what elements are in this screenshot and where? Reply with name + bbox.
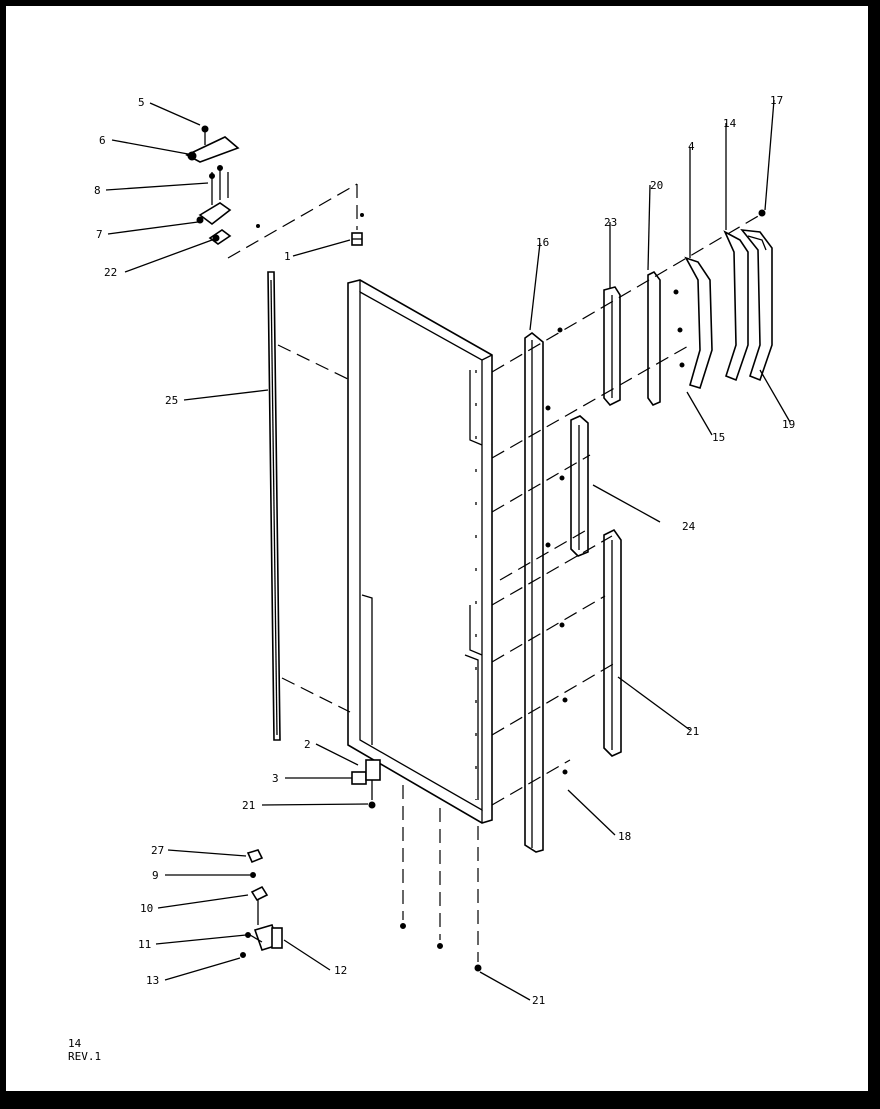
- mounting-dots: [256, 209, 766, 775]
- explode-lines: [227, 183, 761, 806]
- callout-15: 15: [712, 431, 725, 444]
- callout-16: 16: [536, 236, 549, 249]
- handle-part-19: [740, 228, 773, 382]
- callout-25: 24: [682, 520, 696, 533]
- callout-23: 22: [104, 266, 117, 279]
- revision-note: 14 REV.1: [68, 1037, 101, 1063]
- callout-4: 4: [688, 140, 695, 153]
- callout-21a: 21: [242, 799, 255, 812]
- bushing-1: [351, 232, 363, 246]
- callout-13: 13: [146, 974, 159, 987]
- part-22: [603, 528, 622, 757]
- callout-9: 9: [152, 869, 159, 882]
- callout-10: 10: [140, 902, 153, 915]
- revision-label: REV.1: [68, 1050, 102, 1063]
- callout-14: 14: [723, 117, 737, 130]
- leader-lines: [105, 99, 791, 1001]
- door-bottom-screws: [400, 785, 482, 972]
- part-20: [647, 270, 661, 406]
- callout-2: 2: [304, 738, 311, 751]
- hinge-strip-16: [524, 331, 544, 853]
- page-number: 14: [68, 1037, 82, 1050]
- callout-5: 5: [138, 96, 145, 109]
- callout-labels: 5 6 8 7 22 1 25 2 3 21 27 9 10 11 13 12 …: [94, 94, 795, 1007]
- gasket-strip-26: [267, 271, 281, 741]
- handle-part-4: [684, 256, 713, 389]
- callout-6: 6: [99, 134, 106, 147]
- callout-20: 20: [650, 179, 663, 192]
- door-panel: [347, 279, 493, 824]
- callout-27: 27: [151, 844, 164, 857]
- callout-24: 23: [604, 216, 617, 229]
- callout-12: 12: [334, 964, 347, 977]
- callout-7: 7: [96, 228, 103, 241]
- top-hinge-assembly: [185, 125, 240, 245]
- callout-19: 19: [782, 418, 795, 431]
- lower-hinge-assembly: [240, 849, 283, 958]
- callout-22: 21: [686, 725, 699, 738]
- callout-18: 18: [618, 830, 631, 843]
- part-24: [603, 286, 621, 406]
- callout-17: 17: [770, 94, 783, 107]
- callout-26: 25: [165, 394, 178, 407]
- callout-1: 1: [284, 250, 291, 263]
- handle-part-14: [723, 230, 749, 382]
- part-25: [570, 415, 589, 557]
- callout-8: 8: [94, 184, 101, 197]
- bottom-hinge-at-door: [351, 759, 381, 809]
- callout-3: 3: [272, 772, 279, 785]
- callout-21b: 21: [532, 994, 545, 1007]
- callout-11: 11: [138, 938, 151, 951]
